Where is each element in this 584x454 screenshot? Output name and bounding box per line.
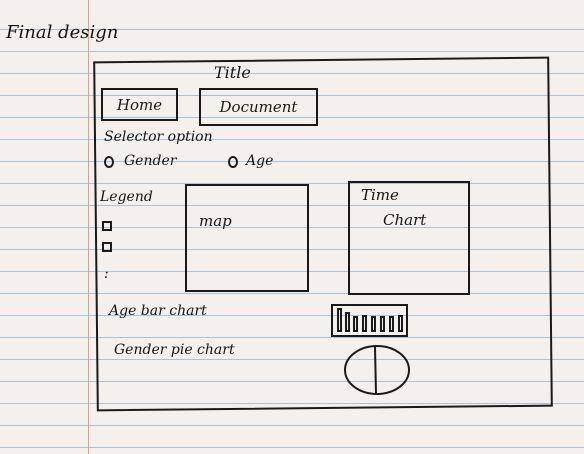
age-radio[interactable] xyxy=(228,156,238,168)
age-bar-8 xyxy=(398,315,403,332)
age-radio-label: Age xyxy=(246,153,274,169)
document-button-label: Document xyxy=(219,98,298,116)
legend-swatch-1 xyxy=(102,221,112,231)
gender-radio[interactable] xyxy=(104,156,114,168)
gender-radio-label: Gender xyxy=(124,153,177,169)
map-label: map xyxy=(199,212,232,230)
age-bar-4 xyxy=(362,315,367,332)
legend-swatch-2 xyxy=(102,242,112,252)
age-bar-chart-label: Age bar chart xyxy=(109,303,207,319)
home-button-label: Home xyxy=(116,95,163,114)
time-chart-label-line1: Time xyxy=(361,186,399,204)
document-button[interactable]: Document xyxy=(199,88,318,126)
home-button[interactable]: Home xyxy=(101,88,178,121)
age-bar-1 xyxy=(337,308,342,332)
pie-divider xyxy=(374,346,377,395)
sketch-title: Final design xyxy=(6,22,119,43)
age-bar-5 xyxy=(371,316,376,332)
selector-heading: Selector option xyxy=(104,129,213,145)
page-title: Title xyxy=(214,63,251,82)
age-bar-2 xyxy=(345,312,350,332)
gender-pie-chart-thumbnail[interactable] xyxy=(342,343,412,397)
age-bar-6 xyxy=(380,316,385,332)
age-bar-chart-thumbnail[interactable] xyxy=(331,304,408,337)
time-chart-panel[interactable]: Time Chart xyxy=(348,181,470,295)
notebook-margin-line xyxy=(88,0,89,454)
age-bar-3 xyxy=(353,316,358,332)
legend-ellipsis: : xyxy=(104,266,109,282)
gender-pie-chart-label: Gender pie chart xyxy=(114,342,235,358)
pie-outline xyxy=(344,345,410,395)
age-bar-7 xyxy=(389,316,394,332)
time-chart-label-line2: Chart xyxy=(383,211,427,229)
map-panel[interactable]: map xyxy=(185,184,309,292)
legend-heading: Legend xyxy=(100,189,153,205)
